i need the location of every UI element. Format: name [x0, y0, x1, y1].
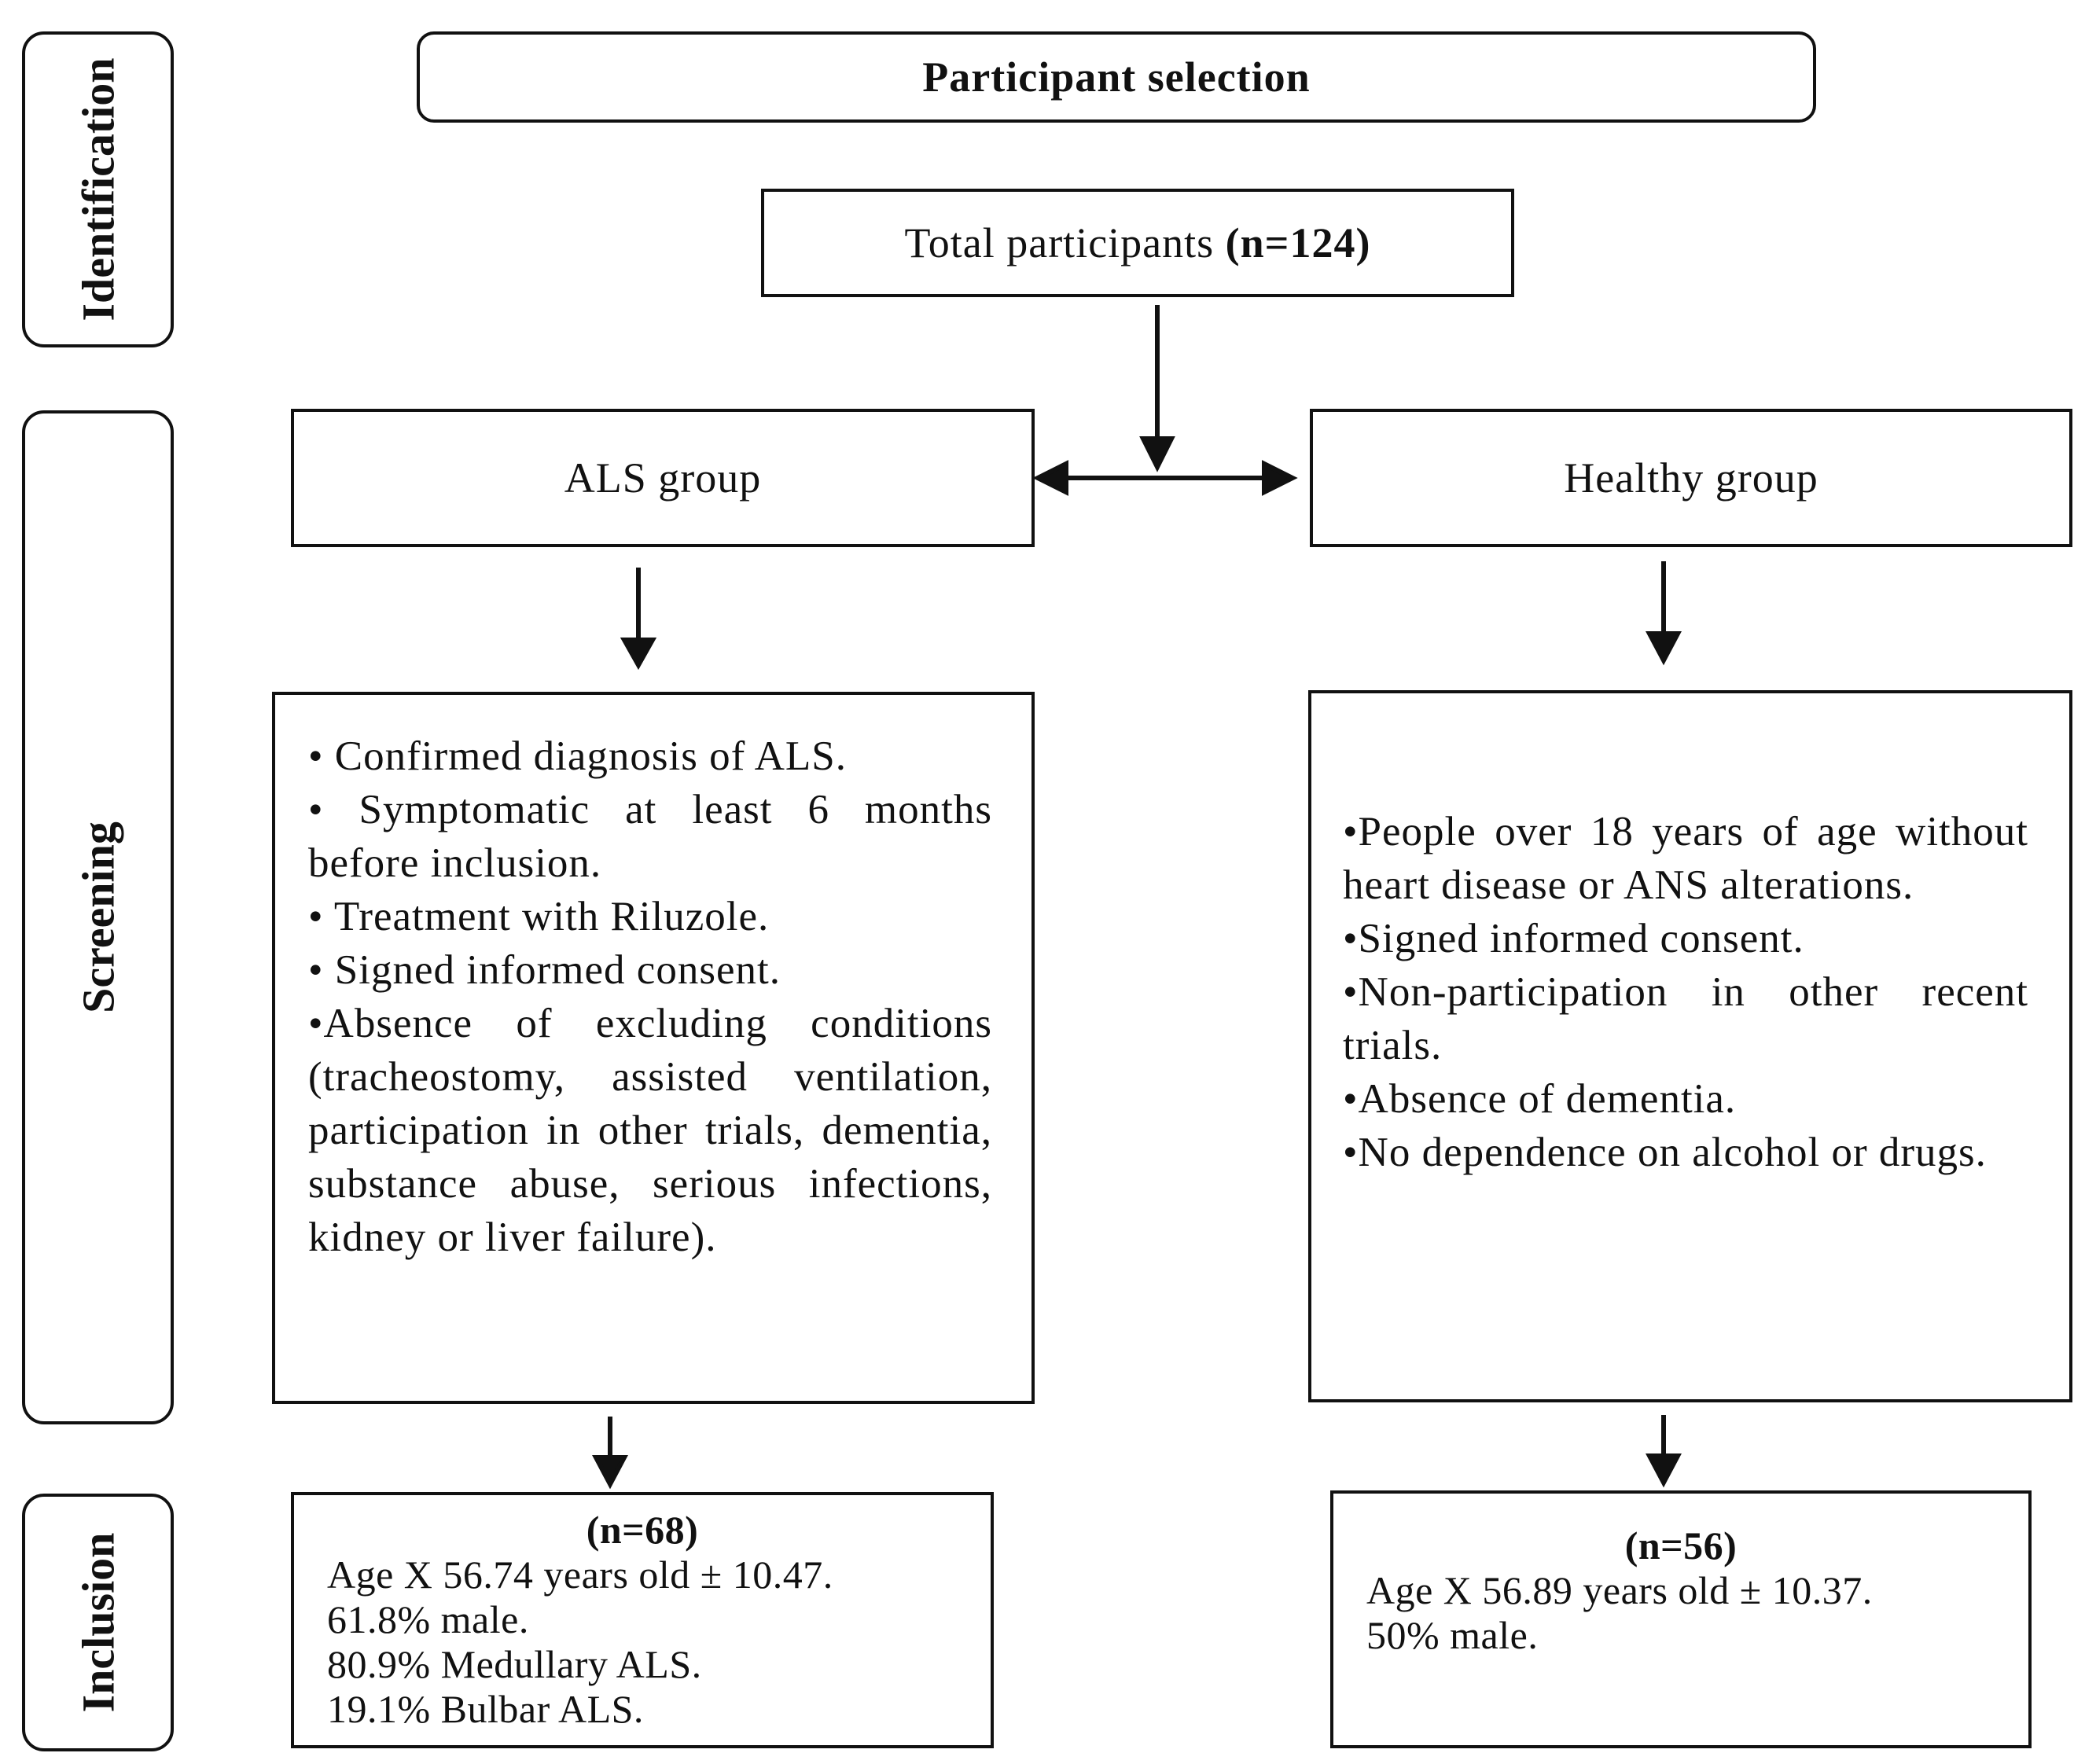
healthy-criterion: •People over 18 years of age without hea… — [1343, 809, 2028, 908]
als-criteria-list: • Confirmed diagnosis of ALS. • Symptoma… — [308, 729, 992, 1264]
total-participants-box: Total participants (n=124) — [761, 189, 1514, 297]
als-inclusion-line: Age X 56.74 years old ± 10.47. — [327, 1553, 833, 1597]
als-criteria-box: • Confirmed diagnosis of ALS. • Symptoma… — [272, 692, 1035, 1404]
total-count: (n=124) — [1225, 219, 1371, 266]
arrow-bidirectional — [1032, 460, 1298, 496]
als-criterion: • Symptomatic at least 6 months before i… — [308, 787, 992, 886]
header-title: Participant selection — [922, 53, 1311, 101]
healthy-inclusion-line: Age X 56.89 years old ± 10.37. — [1366, 1568, 1873, 1612]
als-inclusion-count: (n=68) — [586, 1508, 699, 1552]
healthy-criteria-box: •People over 18 years of age without hea… — [1308, 690, 2072, 1402]
total-label: Total participants — [904, 219, 1215, 266]
als-inclusion-box: (n=68) Age X 56.74 years old ± 10.47. 61… — [291, 1492, 994, 1748]
arrow-als-to-criteria — [620, 568, 657, 671]
als-criterion: • Confirmed diagnosis of ALS. — [308, 733, 848, 779]
arrow-healthy-to-criteria — [1646, 561, 1682, 666]
healthy-group-label: Healthy group — [1564, 454, 1818, 502]
healthy-inclusion-count: (n=56) — [1624, 1523, 1738, 1567]
als-criterion: • Signed informed consent. — [308, 947, 781, 993]
als-inclusion-line: 80.9% Medullary ALS. — [327, 1642, 702, 1686]
phase-identification: Identification — [22, 31, 174, 347]
healthy-criterion: •No dependence on alcohol or drugs. — [1343, 1130, 1987, 1175]
als-group-label: ALS group — [564, 454, 762, 502]
arrow-als-to-inclusion — [592, 1417, 628, 1490]
als-criterion: •Absence of excluding conditions (trache… — [308, 1001, 992, 1260]
healthy-inclusion-line: 50% male. — [1366, 1613, 1539, 1657]
healthy-inclusion-box: (n=56) Age X 56.89 years old ± 10.37. 50… — [1330, 1490, 2032, 1748]
phase-inclusion: Inclusion — [22, 1494, 174, 1751]
total-participants-text: Total participants (n=124) — [905, 219, 1371, 267]
als-group-box: ALS group — [291, 409, 1035, 547]
arrow-healthy-to-inclusion — [1646, 1415, 1682, 1488]
als-inclusion-line: 19.1% Bulbar ALS. — [327, 1687, 644, 1731]
healthy-group-box: Healthy group — [1310, 409, 2072, 547]
header-box: Participant selection — [417, 31, 1816, 123]
healthy-criterion: •Absence of dementia. — [1343, 1076, 1737, 1122]
als-criterion: • Treatment with Riluzole. — [308, 894, 770, 939]
healthy-criteria-list: •People over 18 years of age without hea… — [1343, 805, 2028, 1179]
arrow-total-down — [1139, 305, 1175, 472]
healthy-criterion: •Signed informed consent. — [1343, 916, 1804, 961]
healthy-criterion: •Non-participation in other recent trial… — [1343, 969, 2028, 1068]
als-inclusion-line: 61.8% male. — [327, 1597, 529, 1641]
phase-screening: Screening — [22, 410, 174, 1424]
